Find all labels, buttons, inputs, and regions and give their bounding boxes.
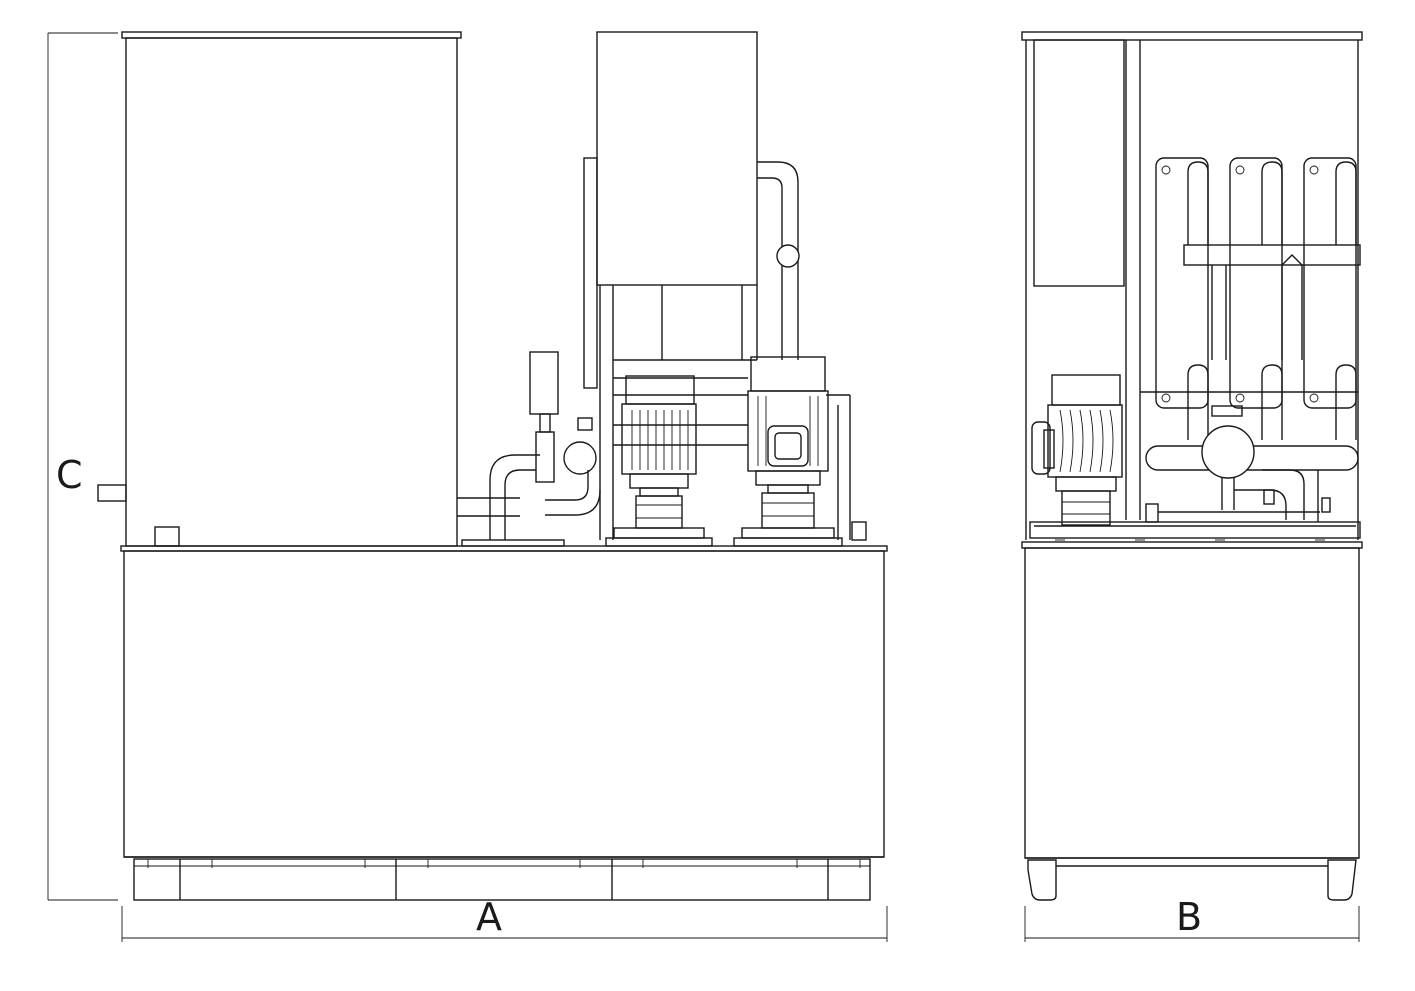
side-u-pipes	[1187, 161, 1357, 440]
front-base-tank	[120, 545, 888, 858]
dimension-label-a: A	[476, 895, 502, 939]
side-header-pipe	[1183, 244, 1361, 360]
side-base-tank	[1024, 547, 1360, 859]
side-deck	[1021, 521, 1363, 549]
side-filter-brackets	[1155, 157, 1357, 409]
dimension-label-b: B	[1176, 895, 1202, 939]
dimension-a: A	[121, 895, 888, 942]
side-upper-frame	[1021, 31, 1363, 540]
dimension-c: C	[47, 32, 118, 901]
side-pump-motor	[1031, 374, 1320, 526]
front-pump-motor-2	[733, 356, 867, 547]
side-feet	[1027, 859, 1357, 901]
front-pump-motor-1	[605, 375, 713, 547]
front-riser-pipe	[757, 161, 800, 360]
front-view	[97, 31, 888, 901]
front-base-skid	[133, 858, 871, 901]
dimension-label-c: C	[56, 453, 83, 497]
front-upper-cabinet	[583, 31, 758, 540]
side-lower-manifold	[1140, 391, 1359, 522]
dimension-b: B	[1024, 895, 1360, 942]
side-view	[1021, 31, 1363, 901]
front-tall-tank	[97, 31, 462, 547]
front-manifold	[613, 377, 851, 540]
front-connecting-pipe	[457, 497, 565, 547]
front-dosing-valve	[489, 351, 601, 540]
